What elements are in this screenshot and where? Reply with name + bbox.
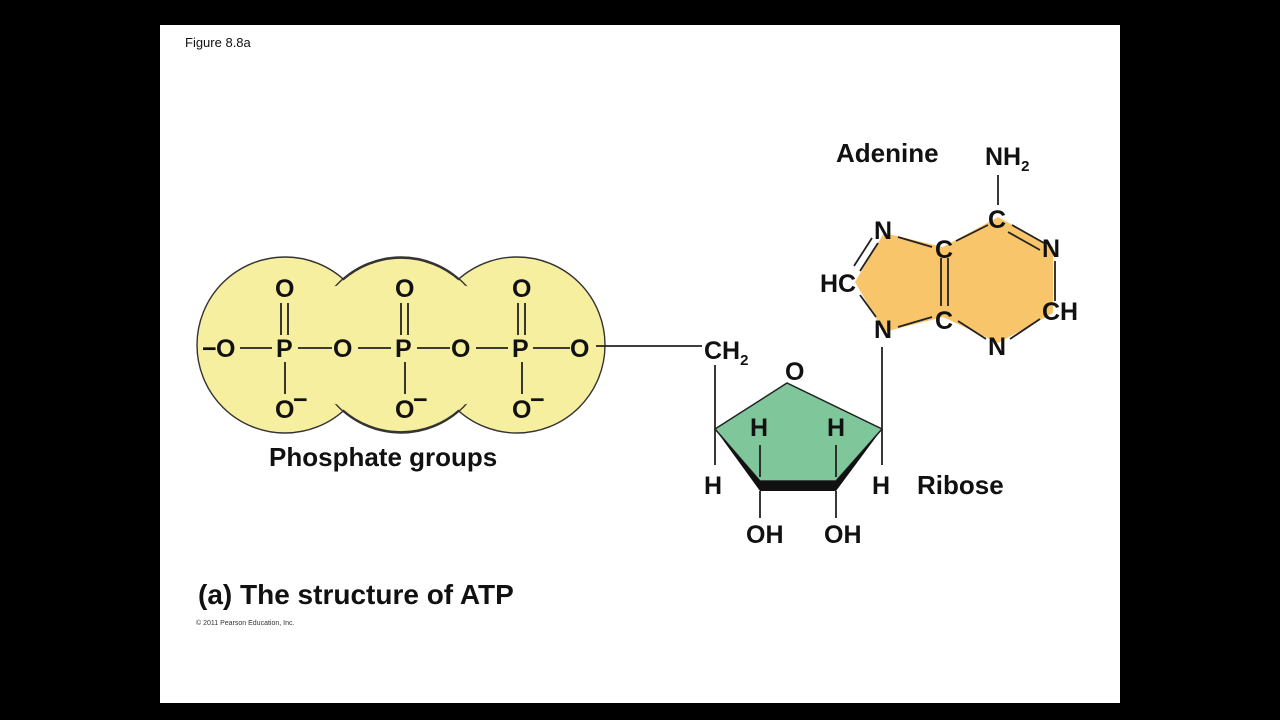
atom-o-double-2: O [395, 275, 414, 303]
atom-oh-1: OH [746, 521, 784, 549]
atom-oh-2: OH [824, 521, 862, 549]
atom-o-bridge-3: O [570, 335, 589, 363]
adenine-six-ring [943, 217, 1053, 343]
adenine-base: NH2 C N CH N C C N HC N [820, 143, 1078, 361]
phosphate-outline [342, 257, 460, 281]
atom-nh2: NH2 [985, 143, 1029, 175]
atom-p-2: P [395, 335, 412, 363]
atom-o-terminal: O [216, 335, 235, 363]
atom-h-inner-1: H [750, 414, 768, 442]
ribose-pentagon [713, 382, 884, 482]
atom-o-bridge-2: O [451, 335, 470, 363]
phosphate-outline [342, 409, 460, 433]
atom-n-3: N [988, 333, 1006, 361]
atom-h-inner-2: H [827, 414, 845, 442]
atom-hc-8: HC [820, 270, 856, 298]
charge-minus: − [530, 386, 545, 414]
charge-minus: − [202, 335, 217, 363]
copyright: © 2011 Pearson Education, Inc. [196, 619, 294, 627]
atom-o-double-3: O [512, 275, 531, 303]
charge-minus: − [293, 386, 308, 414]
atom-ch2: CH2 [704, 337, 748, 369]
atom-c-5: C [935, 236, 953, 264]
atom-h-left: H [704, 472, 722, 500]
atom-p-3: P [512, 335, 529, 363]
atom-o-bridge-1: O [333, 335, 352, 363]
atom-n-7: N [874, 217, 892, 245]
slide: Figure 8.8a (a) The structure of ATP © 2… [160, 25, 1120, 703]
atom-n-1: N [1042, 235, 1060, 263]
atom-o-double-1: O [275, 275, 294, 303]
atp-structure-diagram: Figure 8.8a (a) The structure of ATP © 2… [185, 35, 1078, 627]
atom-c-6: C [988, 206, 1006, 234]
atom-o-minus-3: O [512, 396, 531, 424]
phosphate-groups: − O P O O − O P O O − O P O O − O [196, 256, 606, 434]
atom-ch-2: CH [1042, 298, 1078, 326]
atom-o-ring: O [785, 358, 804, 386]
atom-o-minus-2: O [395, 396, 414, 424]
phosphate-overlap-fill [303, 285, 383, 405]
adenine-five-ring [855, 233, 943, 332]
atom-p-1: P [276, 335, 293, 363]
ribose-ring: O H H H H OH OH [704, 358, 890, 549]
label-phosphate-groups: Phosphate groups [269, 442, 497, 472]
atom-h-right: H [872, 472, 890, 500]
atom-n-9: N [874, 316, 892, 344]
atom-o-minus-1: O [275, 396, 294, 424]
atom-c-4: C [935, 307, 953, 335]
label-ribose: Ribose [917, 470, 1004, 500]
label-adenine: Adenine [836, 138, 939, 168]
figure-label: Figure 8.8a [185, 35, 252, 50]
charge-minus: − [413, 386, 428, 414]
phosphate-overlap-fill [419, 285, 499, 405]
figure-caption: (a) The structure of ATP [198, 579, 514, 610]
